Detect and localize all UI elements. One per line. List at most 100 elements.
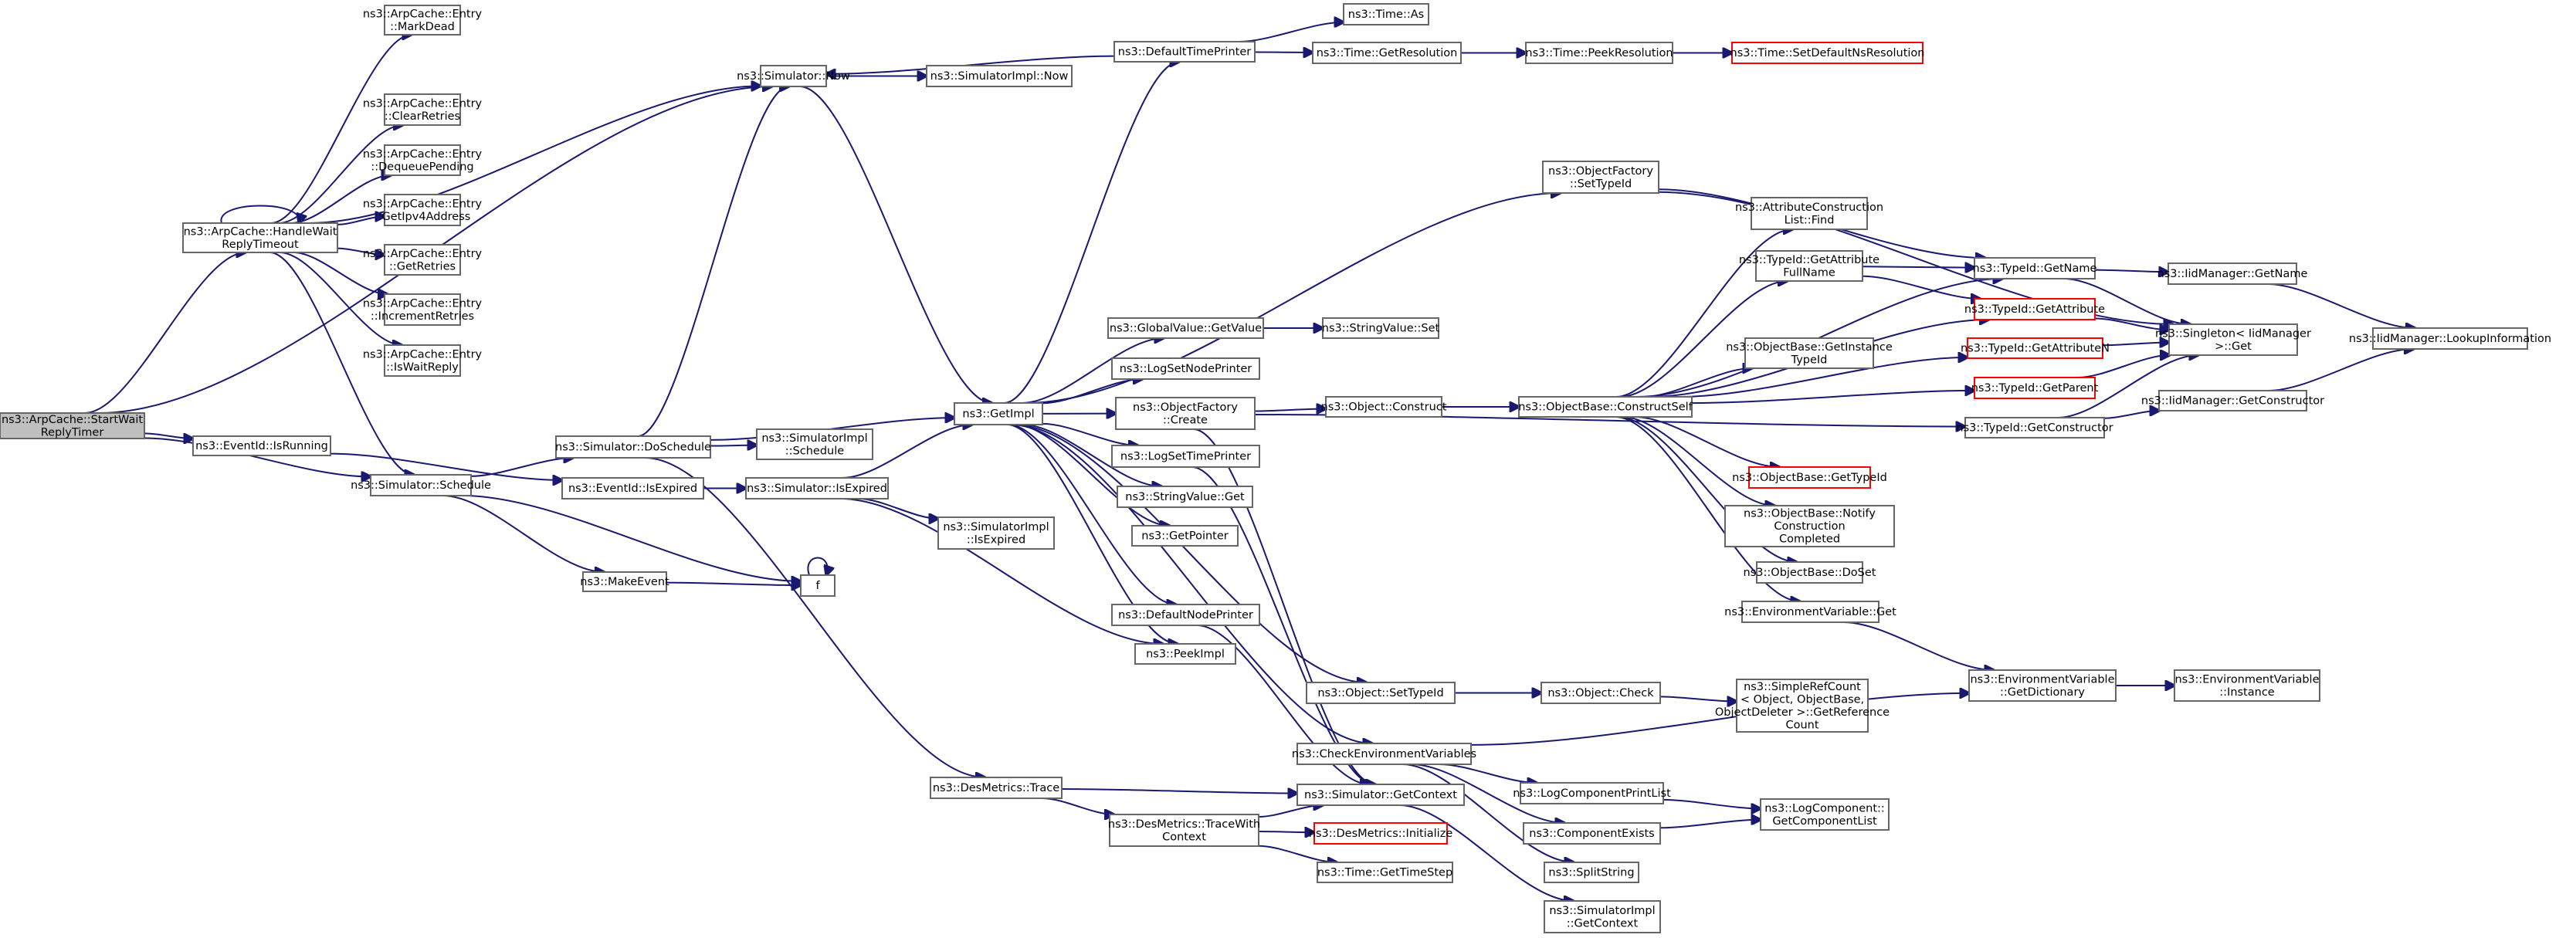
node-box[interactable]	[1974, 377, 2096, 399]
node-box[interactable]	[561, 477, 704, 499]
node-box[interactable]	[1131, 525, 1239, 547]
node-box[interactable]	[1755, 250, 1863, 282]
node-box[interactable]	[1325, 396, 1442, 418]
node-checkenvvars[interactable]: ns3::CheckEnvironmentVariables	[1292, 743, 1476, 765]
node-setdefaultns[interactable]: ns3::Time::SetDefaultNsResolution	[1730, 42, 1925, 64]
node-timeas[interactable]: ns3::Time::As	[1343, 3, 1429, 25]
node-box[interactable]	[0, 412, 145, 439]
node-destrace[interactable]: ns3::DesMetrics::Trace	[930, 777, 1063, 799]
node-objfactorycreate[interactable]: ns3::ObjectFactory::Create	[1115, 397, 1256, 430]
node-desinitialize[interactable]: ns3::DesMetrics::Initialize	[1309, 822, 1453, 845]
node-box[interactable]	[937, 516, 1055, 550]
node-box[interactable]	[1313, 822, 1448, 845]
node-makeevent[interactable]: ns3::MakeEvent	[580, 571, 669, 592]
node-incretries[interactable]: ns3::ArpCache::Entry::IncrementRetries	[363, 293, 483, 326]
node-notifyconstruction[interactable]: ns3::ObjectBase::NotifyConstructionCompl…	[1724, 505, 1895, 547]
node-box[interactable]	[1544, 862, 1639, 883]
node-box[interactable]	[182, 222, 338, 253]
node-typeidgetattribute[interactable]: ns3::TypeId::GetAttribute	[1964, 298, 2105, 320]
node-box[interactable]	[1724, 505, 1895, 547]
node-getpointer[interactable]: ns3::GetPointer	[1131, 525, 1239, 547]
node-getresolution[interactable]: ns3::Time::GetResolution	[1312, 42, 1462, 64]
node-box[interactable]	[1296, 784, 1465, 806]
node-box[interactable]	[1518, 396, 1693, 418]
node-box[interactable]	[1134, 643, 1236, 665]
node-box[interactable]	[1751, 197, 1868, 230]
node-globalvalue[interactable]: ns3::GlobalValue::GetValue	[1107, 317, 1264, 339]
node-box[interactable]	[1117, 486, 1253, 508]
node-objbasegettypeid[interactable]: ns3::ObjectBase::GetTypeId	[1732, 466, 1887, 489]
node-getipv4[interactable]: ns3::ArpCache::Entry::GetIpv4Address	[363, 194, 483, 226]
node-simimplnow[interactable]: ns3::SimulatorImpl::Now	[926, 65, 1073, 87]
node-box[interactable]	[1544, 900, 1661, 933]
node-doschedule[interactable]: ns3::Simulator::DoSchedule	[555, 435, 711, 459]
node-timegettimestep[interactable]: ns3::Time::GetTimeStep	[1317, 862, 1453, 883]
node-box[interactable]	[926, 65, 1073, 87]
node-stringvalueset[interactable]: ns3::StringValue::Set	[1322, 317, 1440, 339]
node-box[interactable]	[1296, 743, 1472, 765]
node-box[interactable]	[1111, 604, 1260, 626]
node-box[interactable]	[1756, 561, 1863, 584]
node-typeidgetattributen[interactable]: ns3::TypeId::GetAttributeN	[1961, 337, 2110, 359]
node-box[interactable]	[1748, 466, 1871, 489]
node-objfactorysettypeid[interactable]: ns3::ObjectFactory::SetTypeId	[1542, 161, 1659, 194]
node-simnow[interactable]: ns3::Simulator::Now	[737, 65, 850, 87]
node-compexists[interactable]: ns3::ComponentExists	[1523, 822, 1661, 845]
node-box[interactable]	[1113, 41, 1256, 63]
node-defaulttimeprinter[interactable]: ns3::DefaultTimePrinter	[1113, 41, 1256, 63]
node-box[interactable]	[1312, 42, 1462, 64]
node-peekresolution[interactable]: ns3::Time::PeekResolution	[1525, 42, 1673, 64]
node-box[interactable]	[192, 435, 331, 456]
node-defaultnodeprinter[interactable]: ns3::DefaultNodePrinter	[1111, 604, 1260, 626]
node-simimplgetcontext[interactable]: ns3::SimulatorImpl::GetContext	[1544, 900, 1661, 933]
node-envinstance[interactable]: ns3::EnvironmentVariable::Instance	[2174, 669, 2320, 702]
node-logcomplist[interactable]: ns3::LogComponentPrintList	[1513, 782, 1671, 804]
node-objectconstruct[interactable]: ns3::Object::Construct	[1321, 396, 1447, 418]
node-box[interactable]	[1109, 814, 1259, 847]
node-simimplschedule[interactable]: ns3::SimulatorImpl::Schedule	[756, 428, 873, 460]
node-box[interactable]	[1964, 417, 2105, 439]
node-iidgetname[interactable]: ns3::IidManager::GetName	[2157, 262, 2308, 285]
node-box[interactable]	[384, 244, 461, 276]
node-iswait[interactable]: ns3::ArpCache::Entry::IsWaitReply	[363, 344, 483, 377]
node-envgetdict[interactable]: ns3::EnvironmentVariable::GetDictionary	[1968, 669, 2117, 702]
node-box[interactable]	[1542, 161, 1659, 194]
node-box[interactable]	[2158, 390, 2307, 411]
node-box[interactable]	[384, 344, 461, 377]
node-logsetnodeprinter[interactable]: ns3::LogSetNodePrinter	[1111, 357, 1260, 380]
node-simimplisexpired[interactable]: ns3::SimulatorImpl::IsExpired	[937, 516, 1055, 550]
node-constructself[interactable]: ns3::ObjectBase::ConstructSelf	[1518, 396, 1693, 418]
node-box[interactable]	[1968, 669, 2117, 702]
node-box[interactable]	[1967, 337, 2103, 359]
node-box[interactable]	[1115, 397, 1256, 430]
node-box[interactable]	[1525, 42, 1673, 64]
node-box[interactable]	[2168, 323, 2298, 356]
node-box[interactable]	[555, 435, 711, 459]
node-splitstring[interactable]: ns3::SplitString	[1544, 862, 1639, 883]
node-box[interactable]	[1523, 822, 1661, 845]
node-box[interactable]	[930, 777, 1063, 799]
node-typeidgetparent[interactable]: ns3::TypeId::GetParent	[1971, 377, 2099, 399]
node-box[interactable]	[384, 5, 461, 36]
node-eventexpired[interactable]: ns3::EventId::IsExpired	[561, 477, 704, 499]
node-markdead[interactable]: ns3::ArpCache::Entry::MarkDead	[363, 5, 483, 36]
node-simplerefcount[interactable]: ns3::SimpleRefCount< Object, ObjectBase,…	[1715, 679, 1890, 733]
node-box[interactable]	[384, 293, 461, 326]
node-box[interactable]	[1731, 42, 1924, 64]
node-box[interactable]	[1317, 862, 1453, 883]
node-box[interactable]	[1736, 679, 1869, 733]
node-singletonget[interactable]: ns3::Singleton< IidManager >::Get	[2155, 323, 2311, 356]
node-box[interactable]	[1520, 782, 1664, 804]
node-dequeue[interactable]: ns3::ArpCache::Entry::DequeuePending	[363, 144, 483, 176]
node-box[interactable]	[1111, 445, 1260, 468]
node-doset[interactable]: ns3::ObjectBase::DoSet	[1744, 561, 1876, 584]
node-box[interactable]	[954, 402, 1043, 425]
node-box[interactable]	[384, 93, 461, 126]
node-envget[interactable]: ns3::EnvironmentVariable::Get	[1724, 601, 1896, 623]
node-box[interactable]	[800, 574, 836, 597]
node-box[interactable]	[745, 477, 889, 499]
node-typeidgetconstructor[interactable]: ns3::TypeId::GetConstructor	[1956, 417, 2113, 439]
